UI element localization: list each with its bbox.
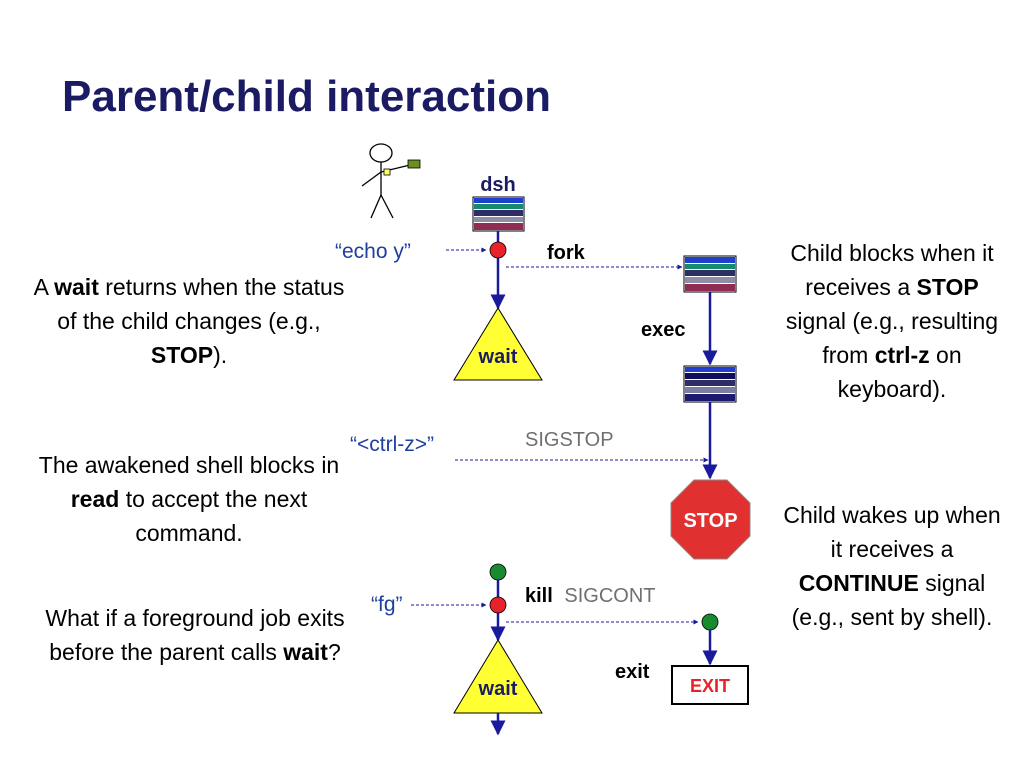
child-process-stack-icon — [683, 255, 737, 293]
parent-red-dot-1 — [489, 241, 507, 259]
input-echo-label: “echo y” — [335, 240, 411, 263]
exit-label: exit — [615, 661, 650, 683]
note-child-wakes: Child wakes up when it receives a CONTIN… — [783, 502, 1001, 630]
parent-green-dot — [489, 563, 507, 581]
exit-box — [671, 665, 749, 705]
kill-signal-label: kill SIGCONT — [525, 585, 655, 607]
kill-label: kill — [525, 585, 553, 607]
slide-title: Parent/child interaction — [62, 72, 551, 121]
exec-label: exec — [641, 319, 686, 341]
wait-triangle-2 — [453, 639, 543, 714]
note-child-blocks: Child blocks when it receives a STOP sig… — [785, 240, 999, 402]
exit-box-label: EXIT — [690, 676, 730, 696]
input-ctrlz-label: “<ctrl-z>” — [350, 433, 434, 456]
stop-sign-label: STOP — [683, 510, 737, 532]
parent-red-dot-2 — [489, 596, 507, 614]
wait-triangle-1 — [453, 307, 543, 381]
sigcont-label: SIGCONT — [564, 585, 655, 607]
wait-label-2: wait — [478, 678, 518, 700]
child-green-dot — [701, 613, 719, 631]
wait-label-1: wait — [478, 346, 518, 368]
note-foreground-exit: What if a foreground job exits before th… — [45, 605, 345, 665]
fork-label: fork — [547, 242, 586, 264]
parent-process-stack-icon — [472, 196, 525, 232]
shell-label: dsh — [480, 174, 516, 196]
note-awakened-shell: The awakened shell blocks in read to acc… — [38, 452, 340, 546]
stop-sign-icon — [670, 479, 751, 560]
note-wait-returns: A wait returns when the status of the ch… — [33, 274, 345, 368]
exec-process-stack-icon — [683, 365, 737, 403]
input-fg-label: “fg” — [371, 593, 403, 616]
user-stick-figure-icon — [361, 143, 421, 219]
sigstop-label: SIGSTOP — [525, 429, 614, 451]
